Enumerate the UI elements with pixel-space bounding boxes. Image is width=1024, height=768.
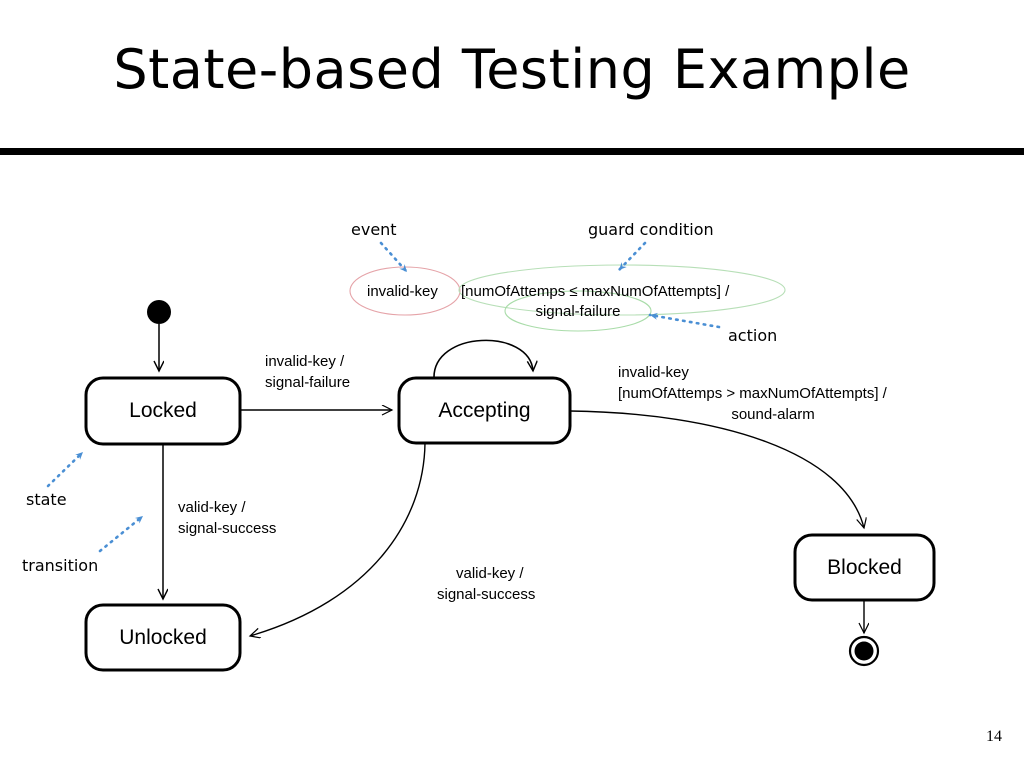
annotation-arrow-transition [98,514,145,553]
page-number: 14 [986,728,1002,745]
state-label-accepting: Accepting [438,399,531,422]
transition-label-locked-to-unlocked-line2: signal-success [178,520,277,537]
annotation-label-guard-condition: guard condition [588,220,714,239]
transition-label-accepting-to-blocked-line2: [numOfAttemps > maxNumOfAttempts] / [618,385,887,402]
annotation-label-event: event [351,220,397,239]
action-highlight-ellipse [504,290,652,332]
transition-accepting-self-loop [433,339,533,380]
transition-accepting-to-unlocked [250,442,426,636]
annotation-label-transition: transition [22,556,99,575]
title-divider [0,148,1024,155]
transition-label-accepting-self-event: invalid-key [367,283,438,300]
transition-label-accepting-to-unlocked-line2: signal-success [437,586,536,603]
state-label-locked: Locked [129,399,197,422]
state-label-blocked: Blocked [827,556,902,579]
annotation-arrow-state [46,450,85,488]
annotation-label-action: action [728,326,778,345]
page-title: State-based Testing Example [113,38,911,101]
annotation-arrow-guard-condition [617,241,647,272]
annotation-arrow-event [379,241,409,274]
transition-label-accepting-to-unlocked-line1: valid-key / [456,565,524,582]
transition-label-locked-to-unlocked-line1: valid-key / [178,499,246,516]
transition-label-accepting-self-action: signal-failure [535,303,621,320]
final-state-inner-dot [854,641,874,661]
initial-state-marker [147,300,171,324]
transition-label-accepting-self-guard: [numOfAttemps ≤ maxNumOfAttempts] / [461,283,730,300]
state-label-unlocked: Unlocked [119,626,207,649]
final-state-outer-ring [848,635,880,667]
transition-label-locked-to-accepting-line1: invalid-key / [265,353,345,370]
transition-label-accepting-to-blocked-line1: invalid-key [618,364,689,381]
annotation-arrow-action [648,312,721,329]
transition-accepting-to-blocked [569,410,864,528]
state-box-accepting [397,376,572,445]
state-box-unlocked [84,603,242,672]
transition-label-locked-to-accepting-line2: signal-failure [265,374,351,391]
transition-label-accepting-to-blocked-line3: sound-alarm [731,406,815,423]
annotation-label-state: state [26,490,67,509]
